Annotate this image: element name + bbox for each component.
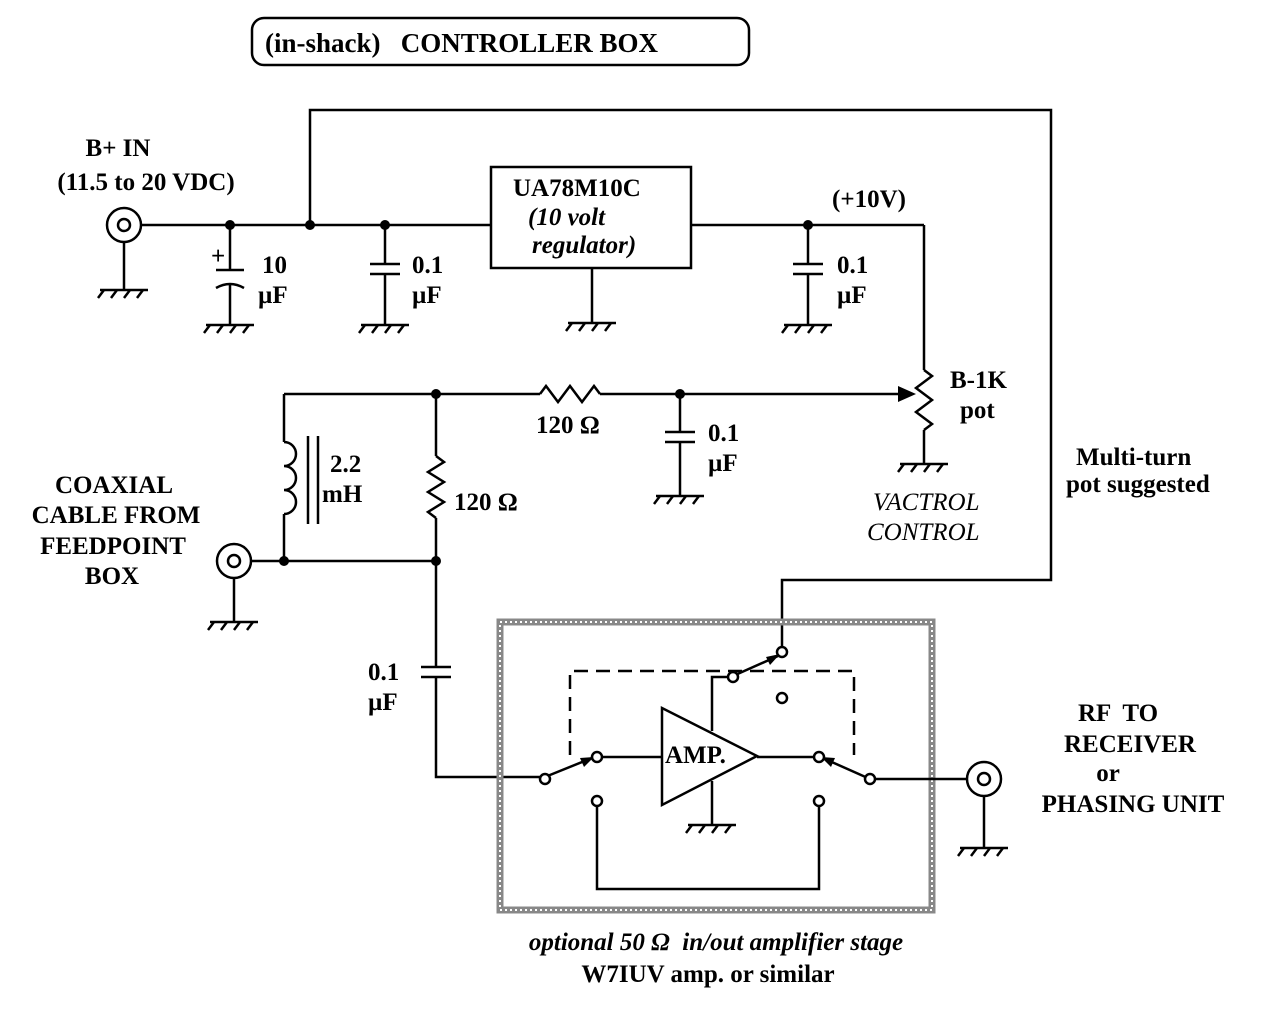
caption-line2: W7IUV amp. or similar [581,961,834,988]
capacitor-01uf-b [781,225,832,334]
amp-label: AMP. [665,742,726,769]
coax-line3: FEEDPOINT [40,533,186,560]
rfout-line1: RF TO [1078,700,1158,727]
regulator-ground [565,268,616,332]
pot-value: B-1K [950,367,1008,394]
bplus-connector [97,206,148,299]
coax-input-connector [207,542,436,631]
title: (in-shack) CONTROLLER BOX [265,28,659,58]
power-switch [726,645,789,705]
c01b-unit: µF [837,282,867,309]
caption-line1: optional 50 Ω in/out amplifier stage [529,929,903,956]
capacitor-01uf-d [421,665,545,779]
coax-line1: COAXIAL [55,472,173,499]
c01a-value: 0.1 [412,252,443,279]
capacitor-01uf-a [358,225,409,334]
plus10v-label: (+10V) [832,186,906,213]
pot-type: pot [960,397,995,424]
inductor-value: 2.2 [330,451,361,478]
regulator-desc1: (10 volt [528,204,606,231]
r120b-value: 120 Ω [454,489,518,516]
c01b-value: 0.1 [837,252,868,279]
multiturn-line1: Multi-turn [1076,444,1191,471]
r120a-value: 120 Ω [536,412,600,439]
title-box [250,16,751,67]
c10-value: 10 [262,252,287,279]
inductor-unit: mH [322,481,363,508]
rfout-line3: or [1096,760,1120,787]
c01c-value: 0.1 [708,420,739,447]
c01d-unit: µF [368,689,398,716]
output-switch [757,750,966,808]
multiturn-line2: pot suggested [1066,471,1210,498]
vactrol-line2: CONTROL [867,519,980,546]
rfout-line2: RECEIVER [1064,731,1197,758]
c01c-unit: µF [708,450,738,477]
capacitor-10uf [203,225,254,334]
vactrol-line1: VACTROL [873,489,980,516]
c01a-unit: µF [412,282,442,309]
inductor-2-2mh [282,394,320,561]
rf-output-connector [957,760,1008,857]
resistor-120a [539,383,601,405]
resistor-120b [425,394,447,667]
bplus-amp-wire [308,108,1053,648]
bplus-label: B+ IN [86,135,151,162]
coax-line4: BOX [85,563,139,590]
regulator-part: UA78M10C [513,175,641,202]
coax-line2: CABLE FROM [32,502,201,529]
rfout-line4: PHASING UNIT [1042,791,1225,818]
c10-unit: µF [258,282,288,309]
regulator-desc2: regulator) [532,232,636,259]
potentiometer [897,225,948,473]
capacitor-01uf-c [653,394,704,505]
c10-plus: + [211,243,225,270]
bplus-range: (11.5 to 20 VDC) [57,169,234,196]
input-switch [538,750,821,891]
switch-linkage [568,669,856,755]
c01d-value: 0.1 [368,659,399,686]
